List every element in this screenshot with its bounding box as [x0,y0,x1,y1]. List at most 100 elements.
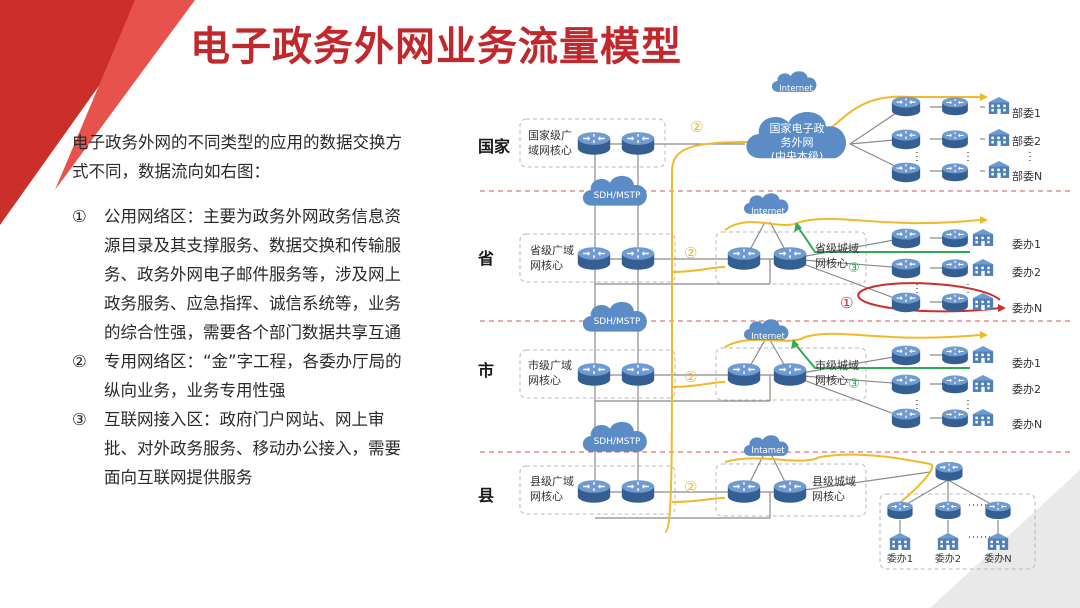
flow-private-national [664,95,980,533]
router-icon [577,246,611,271]
arrow-head [980,331,988,339]
level-label-county: 县 [478,486,494,505]
office-label: 委办1 [887,552,913,565]
building-icon [972,259,994,276]
county-metro-label-line2: 网核心 [812,489,845,503]
list-item: ② 专用网络区：“金”字工程，各委办厅局的纵向业务，业务专用性强 [72,347,417,405]
office-label: 委办1 [1012,238,1041,251]
province-core-box [519,233,676,283]
router-icon [886,501,914,520]
office-label: 委办1 [1012,357,1041,370]
corner-stripe [55,0,195,190]
router-icon [891,227,921,249]
sdh-label: SDH/MSTP [594,317,641,327]
national-cloud-label-line3: (中央本级) [771,149,824,163]
office-label: 委办N [984,552,1011,565]
router-icon [577,362,611,387]
item-text: 公用网络区：主要为政务外网政务信息资源目录及其支撑服务、数据交换和传输服务、政务… [104,207,401,342]
national-core-box [519,118,666,168]
arrow-head [998,304,1006,312]
router-icon [773,479,807,504]
page-title: 电子政务外网业务流量模型 [190,24,682,70]
router-icon [891,291,921,313]
router-icon [941,162,969,182]
flow-private-province-link [671,266,726,273]
building-icon [972,409,994,426]
dept-label: 部委2 [1012,134,1041,148]
ellipsis-marks [916,152,1031,538]
arrow-head [980,216,988,224]
router-icon [621,479,655,504]
list-item: ③ 互联网接入区：政府门户网站、网上审批、对外政务服务、移动办公接入，需要面向互… [72,405,417,492]
county-core-box [519,465,676,515]
flow-marker-internet: ③ [848,261,860,276]
flow-private-province [724,217,981,231]
item-text: 专用网络区：“金”字工程，各委办厅局的纵向业务，业务专用性强 [104,352,402,400]
router-icon [941,228,969,248]
level-label-national: 国家 [478,137,511,156]
office-label: 委办N [1012,418,1042,431]
internet-label: Internet [751,207,785,217]
router-icon [891,128,921,150]
router-icon [891,373,921,395]
flow-internet-province [797,226,970,253]
arrow-head [794,222,802,232]
office-label: 委办N [1012,302,1042,315]
internet-label: Intamet [751,446,785,456]
router-icon [941,292,969,312]
building-icon [972,229,994,246]
national-cloud-label-line1: 国家电子政 [770,121,825,135]
router-icon [941,129,969,149]
national-core-label-line2: 域网核心 [528,143,572,157]
internet-label: Internet [751,332,785,342]
flow-marker-private: ② [690,118,703,136]
province-metro-label-line2: 网核心 [815,256,848,270]
city-core-box [519,349,676,399]
router-icon [577,131,611,156]
router-icon [891,344,921,366]
flow-private-city-link [671,381,726,388]
city-core-label-line2: 网核心 [528,373,561,387]
county-core-label-line1: 县级广域 [530,475,574,488]
flow-marker-private: ② [684,478,697,496]
router-icon [621,131,655,156]
router-icon [727,479,761,504]
province-metro-label-line1: 省级城域 [815,242,859,255]
router-icon [891,407,921,429]
router-icon [984,501,1012,520]
intro-text: 电子政务外网的不同类型的应用的数据交换方式不同，数据流向如右图： [72,133,402,181]
dept-label: 部委1 [1012,106,1041,120]
router-icon [891,257,921,279]
item-text: 互联网接入区：政府门户网站、网上审批、对外政务服务、移动办公接入，需要面向互联网… [104,410,401,487]
router-icon [941,96,969,116]
building-icon [972,375,994,392]
router-icon [934,501,962,520]
flow-public-province [857,282,1001,313]
sdh-label: SDH/MSTP [594,437,641,447]
item-number: ② [72,352,87,371]
arrow-head [980,93,988,101]
county-metro-label-line1: 县级城域 [812,475,856,488]
router-icon [773,362,807,387]
city-metro-label-line2: 网核心 [815,373,848,387]
building-icon [972,293,994,310]
level-label-province: 省 [477,249,494,268]
arrow-head [791,339,799,349]
flow-marker-public: ① [840,294,853,312]
router-icon [941,345,969,365]
router-icon [891,161,921,183]
building-icon [937,533,959,550]
router-icon [941,258,969,278]
building-icon [889,533,911,550]
router-icon [941,408,969,428]
flow-internet-city [794,343,970,369]
building-icon [988,129,1010,146]
dept-label: 部委N [1012,169,1042,183]
office-label: 委办2 [1012,266,1041,279]
building-icon [987,533,1009,550]
flow-marker-internet: ③ [848,377,860,392]
flow-private-county-link [671,497,726,503]
building-icon [988,97,1010,114]
flow-marker-private: ② [684,244,697,262]
router-icon [727,246,761,271]
